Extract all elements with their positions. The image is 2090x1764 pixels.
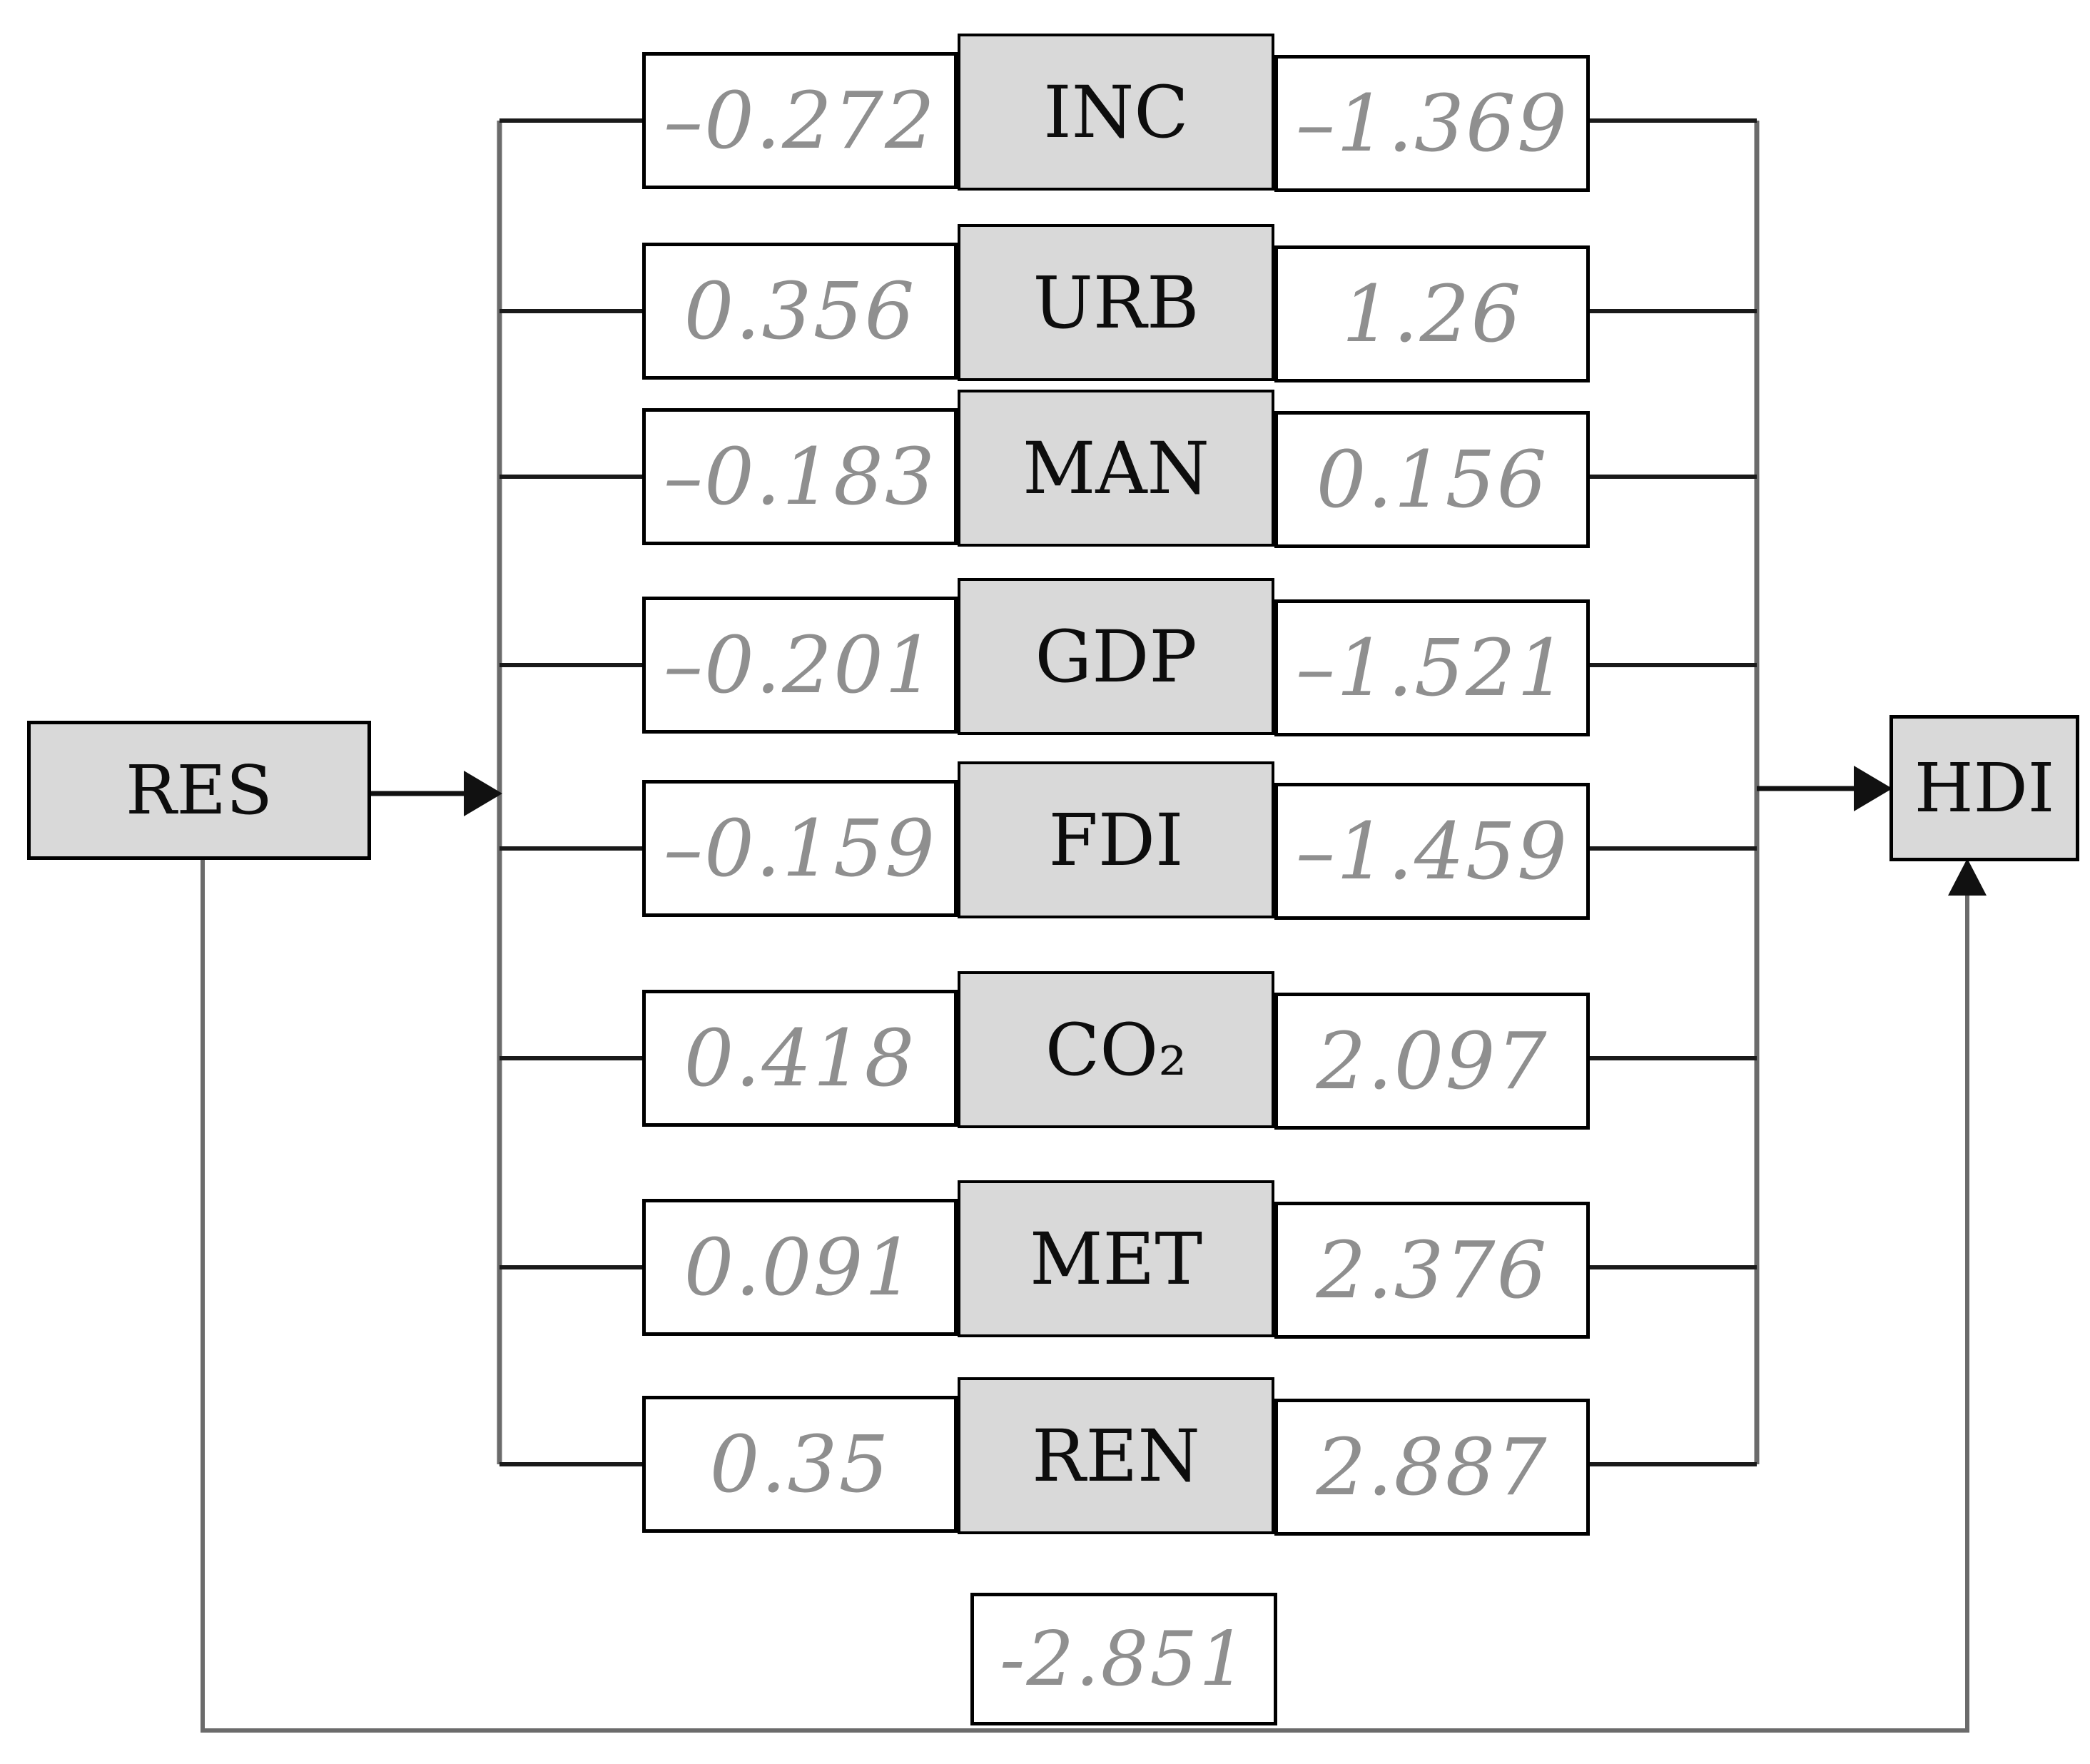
coefficient-value: –0.272: [664, 75, 936, 166]
hdi-arrowhead: [1854, 766, 1892, 811]
coefficient-value: 0.356: [684, 265, 916, 357]
mediator-box: MAN: [958, 390, 1274, 547]
mediator-label: INC: [1043, 70, 1189, 154]
right-coefficient-box: 2.097: [1274, 993, 1590, 1130]
mediator-label: MET: [1029, 1217, 1203, 1301]
right-coefficient-box: 2.887: [1274, 1399, 1590, 1536]
direct-effect-value: -2.851: [999, 1616, 1249, 1703]
coefficient-value: –0.183: [664, 431, 936, 522]
mediator-box: INC: [958, 34, 1274, 191]
coefficient-value: 2.376: [1316, 1225, 1548, 1316]
mediator-label: URB: [1033, 260, 1199, 345]
right-coefficient-box: 1.26: [1274, 245, 1590, 382]
left-coefficient-box: –0.159: [642, 780, 958, 917]
right-stub-lines: [1588, 118, 1757, 1466]
left-coefficient-box: –0.201: [642, 597, 958, 734]
right-coefficient-box: 0.156: [1274, 411, 1590, 548]
mediator-box: GDP: [958, 578, 1274, 735]
right-coefficient-box: –1.459: [1274, 783, 1590, 920]
mediator-label: REN: [1032, 1414, 1200, 1498]
coefficient-value: 0.091: [684, 1222, 916, 1313]
coefficient-value: 0.35: [709, 1419, 891, 1510]
direct-effect-arrowhead: [1948, 858, 1987, 896]
mediator-label: FDI: [1048, 798, 1184, 882]
left-coefficient-box: 0.091: [642, 1199, 958, 1336]
mediator-box: MET: [958, 1180, 1274, 1337]
coefficient-value: 2.887: [1316, 1421, 1548, 1513]
coefficient-value: 1.26: [1341, 268, 1523, 360]
left-coefficient-box: 0.35: [642, 1396, 958, 1533]
res-box: RES: [27, 721, 371, 860]
mediator-box: URB: [958, 224, 1274, 381]
hdi-box: HDI: [1889, 715, 2079, 861]
left-coefficient-box: 0.356: [642, 243, 958, 380]
right-coefficient-box: –1.369: [1274, 55, 1590, 192]
coefficient-value: –1.369: [1296, 78, 1568, 169]
mediator-box: REN: [958, 1377, 1274, 1534]
res-arrowhead: [464, 771, 502, 816]
left-coefficient-box: –0.272: [642, 52, 958, 189]
coefficient-value: 0.418: [684, 1013, 916, 1104]
mediator-label: GDP: [1035, 614, 1197, 699]
right-coefficient-box: –1.521: [1274, 599, 1590, 736]
coefficient-value: –0.159: [664, 803, 936, 894]
mediator-label: MAN: [1022, 426, 1210, 510]
mediator-box: FDI: [958, 761, 1274, 918]
coefficient-value: 2.097: [1316, 1015, 1548, 1107]
coefficient-value: –1.459: [1296, 806, 1568, 897]
left-stub-lines: [499, 118, 646, 1466]
direct-effect-line: [201, 860, 1969, 1733]
direct-effect-box: -2.851: [970, 1593, 1277, 1725]
left-coefficient-box: 0.418: [642, 990, 958, 1127]
mediator-label: CO₂: [1045, 1008, 1187, 1092]
right-coefficient-box: 2.376: [1274, 1202, 1590, 1339]
coefficient-value: 0.156: [1316, 434, 1548, 525]
coefficient-value: –0.201: [664, 619, 936, 711]
mediator-box: CO₂: [958, 971, 1274, 1128]
left-coefficient-box: –0.183: [642, 408, 958, 545]
res-label: RES: [126, 751, 273, 830]
hdi-label: HDI: [1914, 749, 2055, 828]
coefficient-value: –1.521: [1296, 622, 1568, 714]
